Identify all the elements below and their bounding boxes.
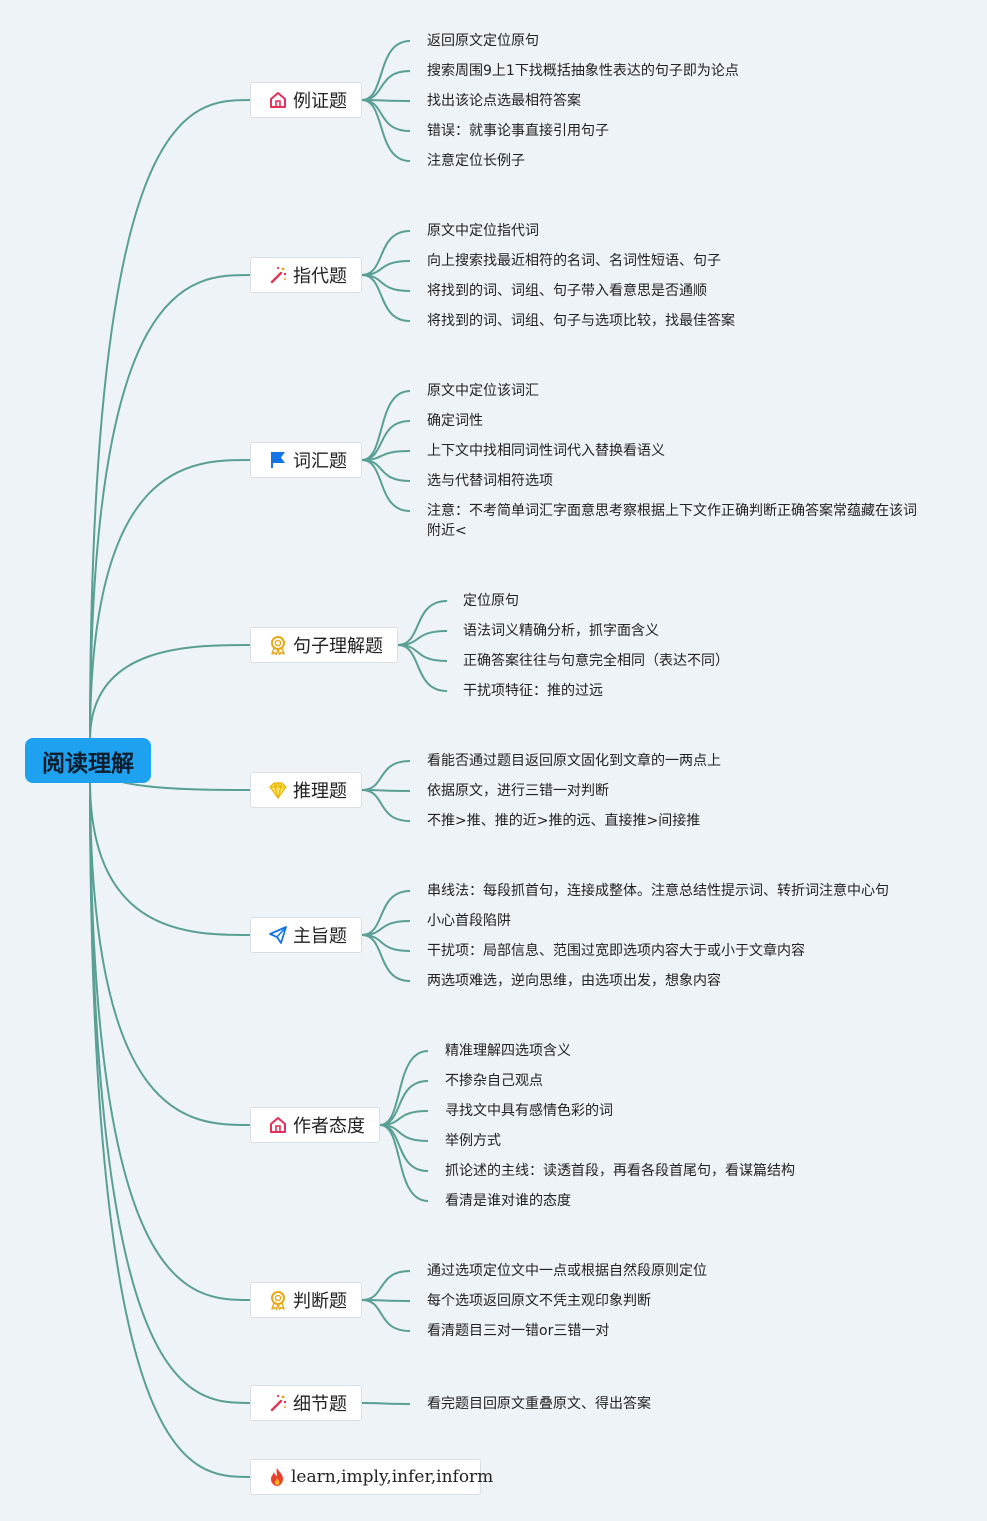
flag-icon bbox=[267, 449, 289, 471]
leaf-item: 上下文中找相同词性词代入替换看语义 bbox=[427, 443, 665, 459]
branch-leaf-link bbox=[361, 40, 411, 101]
branch-node-sentence[interactable]: 句子理解题 bbox=[250, 627, 398, 663]
branch-node-judgement[interactable]: 判断题 bbox=[250, 1282, 362, 1318]
leaf-item: 串线法：每段抓首句，连接成整体。注意总结性提示词、转折词注意中心句 bbox=[427, 883, 889, 899]
branch-label: 指代题 bbox=[293, 266, 347, 287]
branch-node-vocabulary[interactable]: 词汇题 bbox=[250, 442, 362, 478]
root-node[interactable]: 阅读理解 bbox=[25, 738, 151, 783]
branch-leaf-link bbox=[379, 1050, 429, 1126]
fire-icon bbox=[267, 1466, 287, 1488]
root-branch-link bbox=[89, 779, 251, 1404]
leaf-item: 抓论述的主线：读透首段，再看各段首尾句，看谋篇结构 bbox=[445, 1163, 795, 1179]
branch-label: 判断题 bbox=[293, 1291, 347, 1312]
leaf-item: 错误：就事论事直接引用句子 bbox=[427, 123, 609, 139]
leaf-item: 依据原文，进行三错一对判断 bbox=[427, 783, 609, 799]
root-branch-link bbox=[89, 779, 251, 1126]
branch-leaf-link bbox=[361, 1270, 411, 1301]
branch-node-reference[interactable]: 指代题 bbox=[250, 257, 362, 293]
leaf-item: 向上搜索找最近相符的名词、名词性短语、句子 bbox=[427, 253, 721, 269]
branch-leaf-link bbox=[379, 1124, 429, 1172]
branch-leaf-link bbox=[397, 644, 448, 692]
magic-wand-icon bbox=[267, 1392, 289, 1414]
root-branch-link bbox=[89, 99, 251, 741]
leaf-item: 确定词性 bbox=[427, 413, 483, 429]
root-branch-link bbox=[89, 459, 251, 741]
leaf-item: 通过选项定位文中一点或根据自然段原则定位 bbox=[427, 1263, 707, 1279]
root-branch-link bbox=[89, 274, 251, 741]
medal-icon bbox=[267, 1289, 289, 1311]
leaf-item: 将找到的词、词组、句子与选项比较，找最佳答案 bbox=[427, 313, 735, 329]
leaf-item: 精准理解四选项含义 bbox=[445, 1043, 571, 1059]
branch-leaf-link bbox=[361, 99, 411, 162]
house-icon bbox=[267, 89, 289, 111]
branch-leaf-link bbox=[361, 70, 411, 101]
branch-label: 例证题 bbox=[293, 91, 347, 112]
branch-leaf-link bbox=[361, 789, 411, 822]
branch-node-detail[interactable]: 细节题 bbox=[250, 1385, 362, 1421]
root-branch-link bbox=[89, 779, 251, 936]
branch-label: 句子理解题 bbox=[293, 636, 383, 657]
house-icon bbox=[267, 1114, 289, 1136]
magic-wand-icon bbox=[267, 264, 289, 286]
branch-leaf-link bbox=[361, 760, 411, 791]
branch-node-main-idea[interactable]: 主旨题 bbox=[250, 917, 362, 953]
branch-leaf-link bbox=[379, 1080, 429, 1126]
branch-label: 细节题 bbox=[293, 1394, 347, 1415]
branch-leaf-link bbox=[361, 890, 411, 936]
branch-label: learn,imply,infer,inform bbox=[291, 1467, 494, 1487]
branch-node-attitude[interactable]: 作者态度 bbox=[250, 1107, 380, 1143]
leaf-item: 看清是谁对谁的态度 bbox=[445, 1193, 571, 1209]
leaf-item: 不推>推、推的近>推的远、直接推>间接推 bbox=[427, 813, 701, 829]
leaf-item: 寻找文中具有感情色彩的词 bbox=[445, 1103, 613, 1119]
branch-leaf-link bbox=[361, 1299, 411, 1332]
leaf-item: 选与代替词相符选项 bbox=[427, 473, 553, 489]
branch-leaf-link bbox=[361, 934, 411, 982]
branch-node-words[interactable]: learn,imply,infer,inform bbox=[250, 1459, 493, 1495]
leaf-item: 干扰项特征：推的过远 bbox=[463, 683, 603, 699]
leaf-item: 注意：不考简单词汇字面意思考察根据上下文作正确判断正确答案常蕴藏在该词附近< bbox=[427, 503, 917, 539]
branch-leaf-link bbox=[361, 459, 411, 512]
branch-label: 作者态度 bbox=[293, 1116, 365, 1137]
branch-leaf-link bbox=[379, 1124, 429, 1202]
leaf-item: 两选项难选，逆向思维，由选项出发，想象内容 bbox=[427, 973, 721, 989]
leaf-item: 定位原句 bbox=[463, 593, 519, 609]
branch-leaf-link bbox=[361, 99, 411, 132]
leaf-item: 注意定位长例子 bbox=[427, 153, 525, 169]
branch-label: 推理题 bbox=[293, 781, 347, 802]
leaf-item: 小心首段陷阱 bbox=[427, 913, 511, 929]
leaf-item: 原文中定位指代词 bbox=[427, 223, 539, 239]
root-branch-link bbox=[89, 779, 251, 1301]
leaf-item: 原文中定位该词汇 bbox=[427, 383, 539, 399]
branch-node-example[interactable]: 例证题 bbox=[250, 82, 362, 118]
branch-label: 主旨题 bbox=[293, 926, 347, 947]
branch-leaf-link bbox=[361, 450, 411, 461]
diamond-icon bbox=[267, 779, 289, 801]
leaf-item: 搜索周围9上1下找概括抽象性表达的句子即为论点 bbox=[427, 63, 739, 79]
branch-node-inference[interactable]: 推理题 bbox=[250, 772, 362, 808]
branch-leaf-link bbox=[361, 390, 411, 461]
leaf-item: 干扰项：局部信息、范围过宽即选项内容大于或小于文章内容 bbox=[427, 943, 805, 959]
root-branch-link bbox=[89, 779, 251, 1478]
leaf-item: 找出该论点选最相符答案 bbox=[427, 93, 581, 109]
branch-label: 词汇题 bbox=[293, 451, 347, 472]
branch-leaf-link bbox=[361, 1402, 411, 1405]
branch-leaf-link bbox=[361, 230, 411, 276]
branch-leaf-link bbox=[361, 274, 411, 322]
leaf-item: 举例方式 bbox=[445, 1133, 501, 1149]
leaf-item: 返回原文定位原句 bbox=[427, 33, 539, 49]
leaf-item: 每个选项返回原文不凭主观印象判断 bbox=[427, 1293, 651, 1309]
leaf-item: 语法词义精确分析，抓字面含义 bbox=[463, 623, 659, 639]
paper-plane-icon bbox=[267, 924, 289, 946]
leaf-item: 不掺杂自己观点 bbox=[445, 1073, 543, 1089]
leaf-item: 看完题目回原文重叠原文、得出答案 bbox=[427, 1396, 651, 1412]
leaf-item: 将找到的词、词组、句子带入看意思是否通顺 bbox=[427, 283, 707, 299]
root-label: 阅读理解 bbox=[42, 750, 134, 777]
branch-leaf-link bbox=[397, 600, 448, 646]
leaf-item: 看能否通过题目返回原文固化到文章的一两点上 bbox=[427, 753, 721, 769]
leaf-item: 正确答案往往与句意完全相同（表达不同） bbox=[463, 653, 729, 669]
root-branch-link bbox=[89, 644, 251, 741]
medal-icon bbox=[267, 634, 289, 656]
leaf-item: 看清题目三对一错or三错一对 bbox=[427, 1323, 610, 1339]
